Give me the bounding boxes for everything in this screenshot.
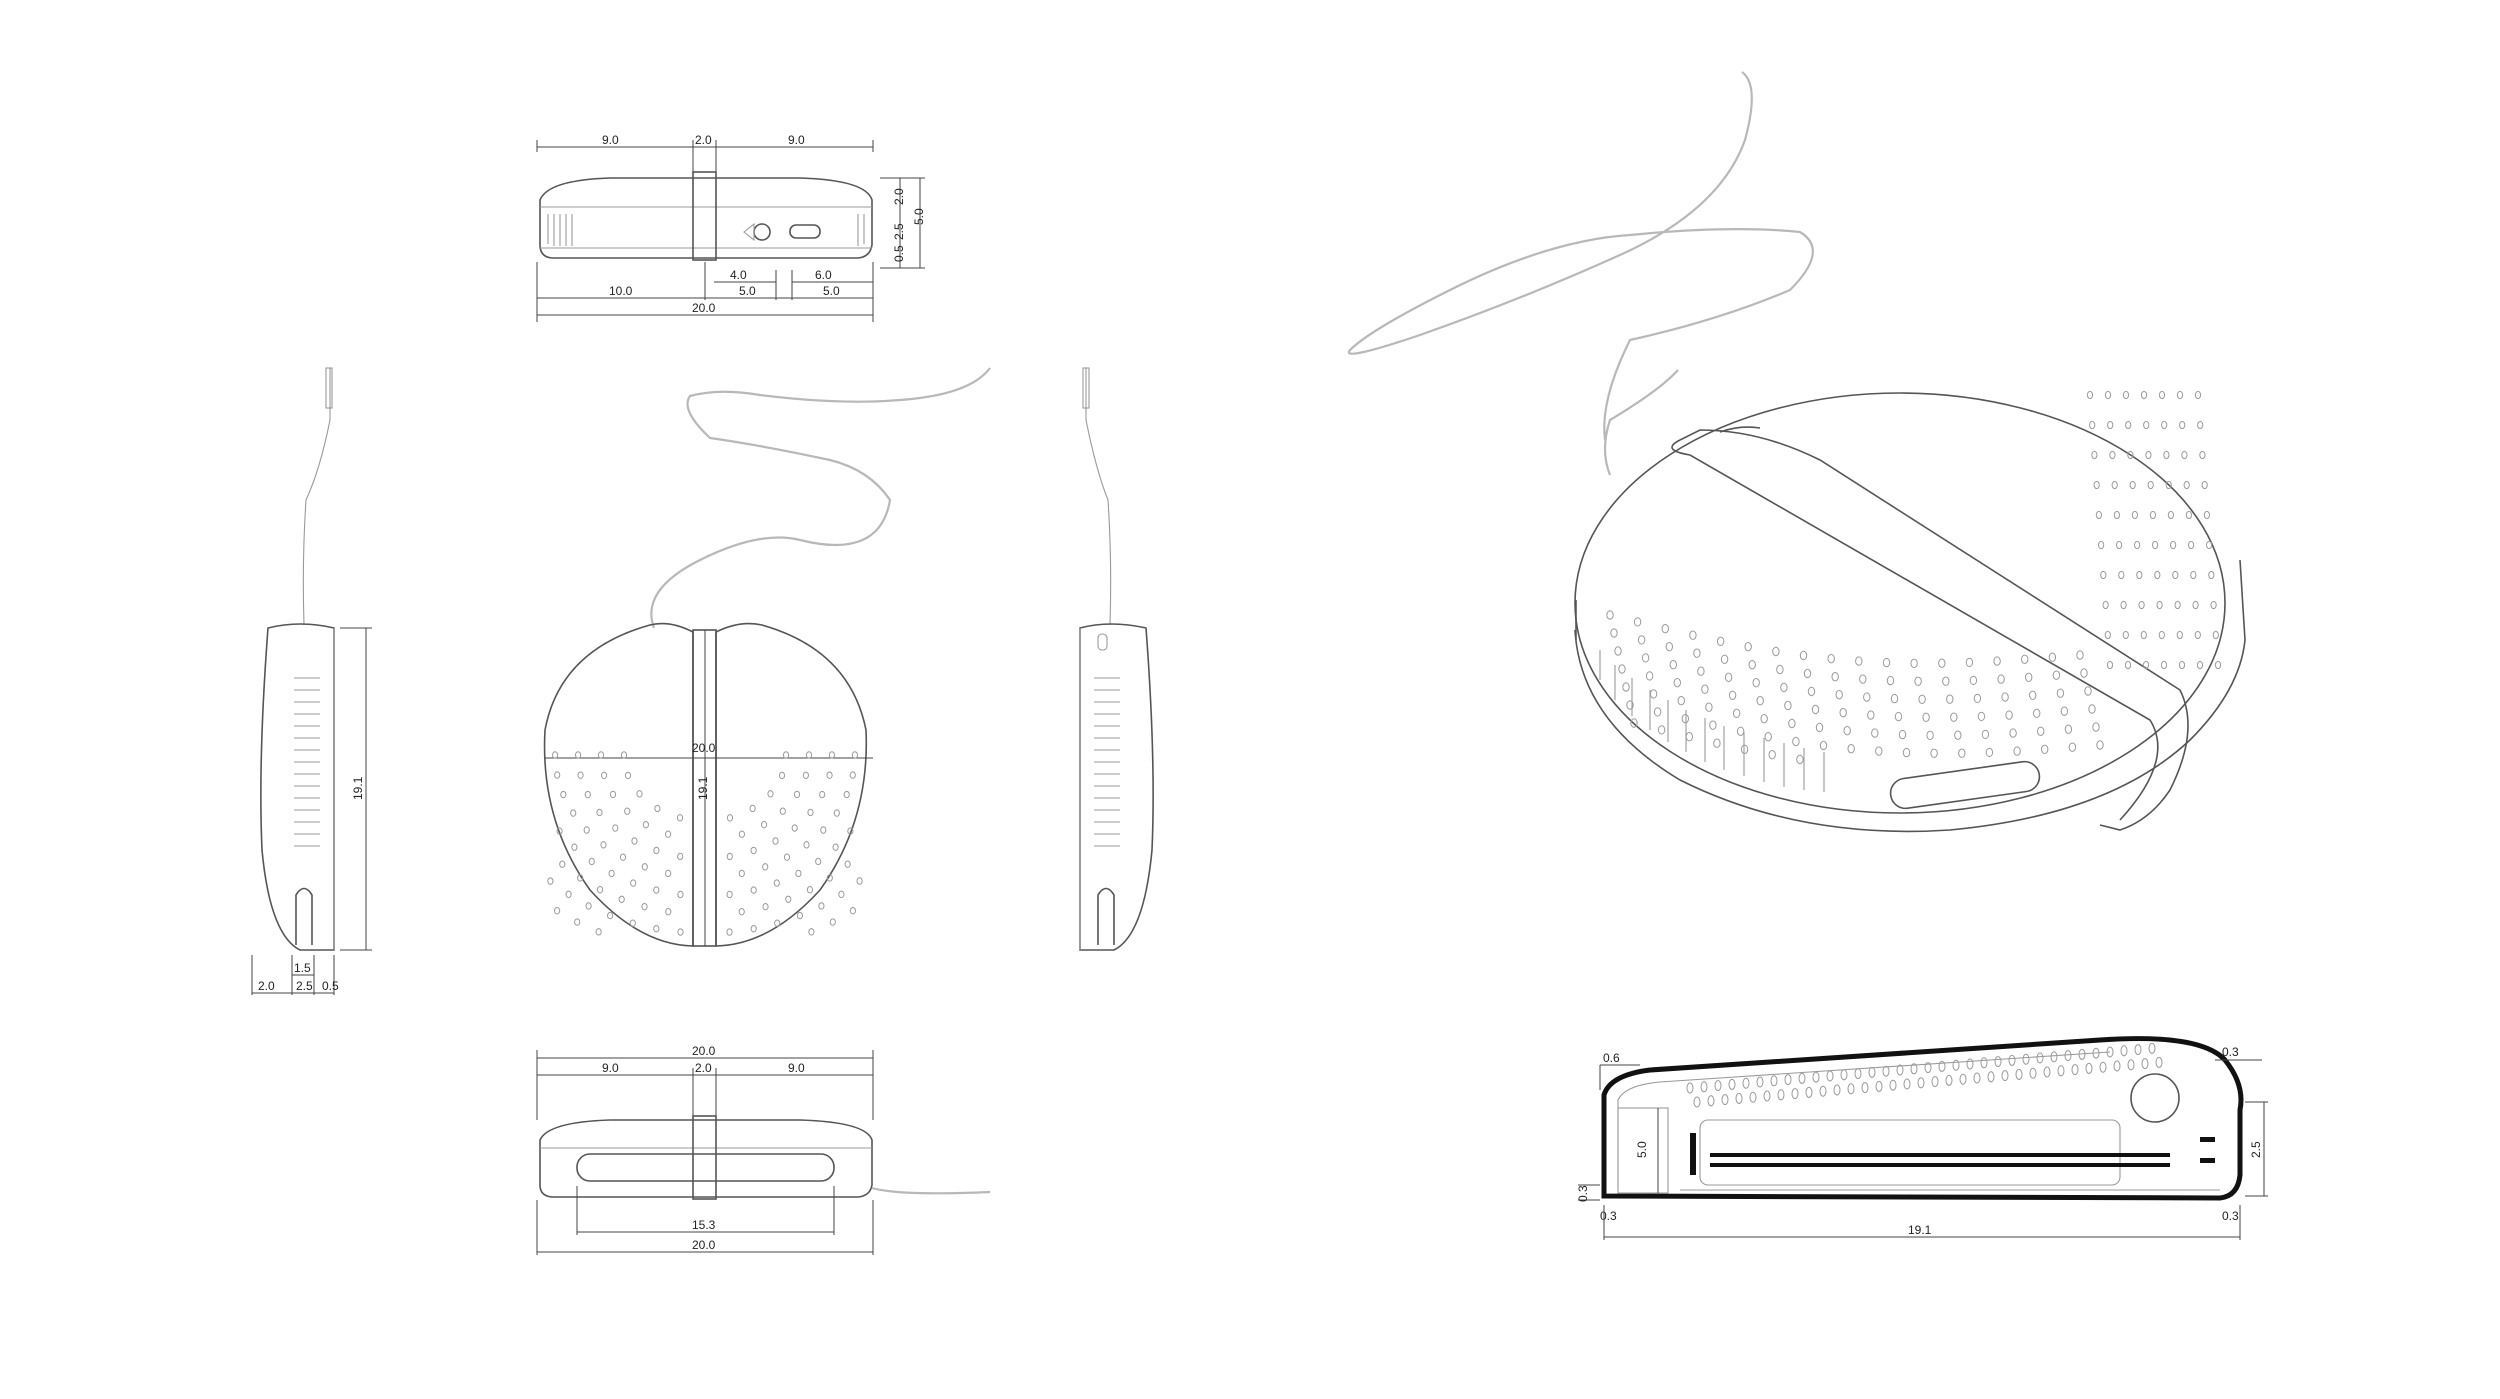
dim-top-6: 10.0 bbox=[609, 284, 633, 298]
front-view: 20.0 19.1 bbox=[543, 367, 991, 947]
left-view-vents bbox=[294, 677, 320, 847]
dim-bottom-6: 20.0 bbox=[692, 1238, 716, 1252]
dim-top-h2: 5.0 bbox=[912, 208, 926, 225]
dim-top-h1: 2.0 bbox=[892, 188, 906, 205]
top-view: 9.0 2.0 9.0 4.0 6.0 10.0 5.0 5.0 bbox=[536, 133, 926, 322]
dim-front-width: 20.0 bbox=[692, 741, 716, 755]
dim-bottom-3: 2.0 bbox=[695, 1061, 712, 1075]
dim-left-w4: 0.5 bbox=[322, 979, 339, 993]
dim-top-9: 20.0 bbox=[692, 301, 716, 315]
perspective-view bbox=[1347, 71, 2246, 833]
dim-section-3: 5.0 bbox=[1635, 1141, 1649, 1158]
dim-section-5: 0.3 bbox=[1576, 1185, 1590, 1202]
dim-bottom-1: 20.0 bbox=[692, 1044, 716, 1058]
left-side-view: 19.1 1.5 2.0 2.5 0.5 bbox=[251, 367, 372, 995]
dim-bottom-5: 15.3 bbox=[692, 1218, 716, 1232]
section-view: 0.6 0.3 5.0 2.5 0.3 0.3 0.3 19.1 bbox=[1576, 1036, 2268, 1240]
dim-section-4: 2.5 bbox=[2249, 1141, 2263, 1158]
dim-top-3: 9.0 bbox=[788, 133, 805, 147]
dim-section-8: 19.1 bbox=[1908, 1223, 1932, 1237]
right-view-vents bbox=[1094, 677, 1120, 847]
dim-left-w1: 1.5 bbox=[294, 961, 311, 975]
dim-top-4: 4.0 bbox=[730, 268, 747, 282]
dim-bottom-2: 9.0 bbox=[602, 1061, 619, 1075]
dim-front-height: 19.1 bbox=[696, 776, 710, 800]
dim-left-w3: 2.5 bbox=[296, 979, 313, 993]
perspective-vents bbox=[1599, 650, 1825, 792]
front-speaker-dots bbox=[547, 751, 863, 936]
dim-top-7: 5.0 bbox=[739, 284, 756, 298]
dim-top-h3: 2.5 bbox=[892, 223, 906, 240]
dim-left-w2: 2.0 bbox=[258, 979, 275, 993]
dim-section-6: 0.3 bbox=[1600, 1209, 1617, 1223]
dim-section-7: 0.3 bbox=[2222, 1209, 2239, 1223]
dim-top-8: 5.0 bbox=[823, 284, 840, 298]
dim-section-1: 0.6 bbox=[1603, 1051, 1620, 1065]
right-side-view bbox=[1079, 367, 1154, 951]
dim-bottom-4: 9.0 bbox=[788, 1061, 805, 1075]
section-dots bbox=[1686, 1042, 2163, 1108]
dim-section-2: 0.3 bbox=[2222, 1045, 2239, 1059]
bottom-view: 20.0 9.0 2.0 9.0 15.3 20.0 bbox=[536, 1044, 991, 1255]
dim-top-2: 2.0 bbox=[695, 133, 712, 147]
dim-top-1: 9.0 bbox=[602, 133, 619, 147]
perspective-speaker-dots bbox=[1606, 390, 2222, 765]
dim-top-5: 6.0 bbox=[815, 268, 832, 282]
dim-top-h4: 0.5 bbox=[892, 245, 906, 262]
dim-left-height: 19.1 bbox=[351, 776, 365, 800]
